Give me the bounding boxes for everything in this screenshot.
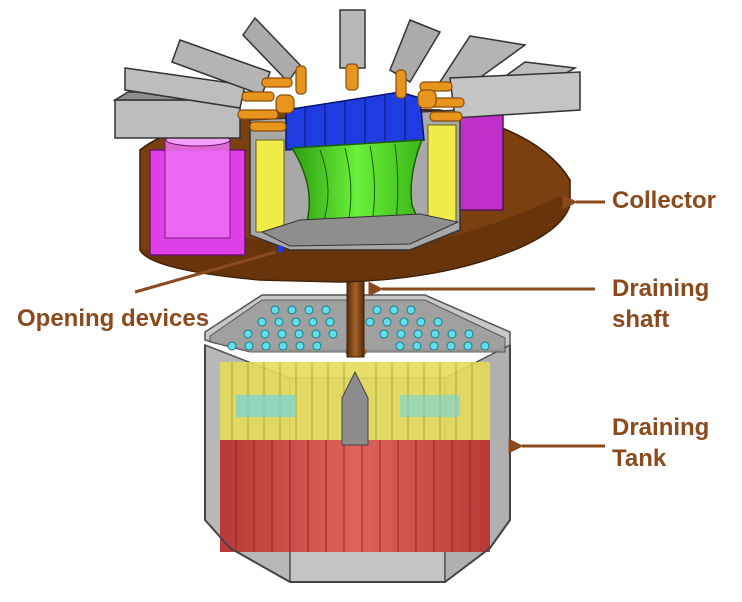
label-arrows bbox=[134, 194, 605, 454]
pipes bbox=[237, 63, 465, 132]
hx-2 bbox=[124, 67, 246, 109]
label-opening-devices: Opening devices bbox=[17, 305, 210, 332]
hx-9 bbox=[449, 71, 581, 119]
label-draining-tank: Draining Tank bbox=[612, 414, 710, 472]
core-blue-ring bbox=[285, 91, 425, 151]
pump-right bbox=[454, 104, 504, 211]
tank-tubes-red bbox=[220, 440, 490, 552]
label-collector: Collector bbox=[612, 187, 717, 214]
draining-tank bbox=[204, 294, 511, 584]
label-draining-shaft: Draining shaft bbox=[612, 275, 710, 333]
hx-5 bbox=[339, 9, 366, 69]
tank-central-cone bbox=[341, 370, 369, 446]
core-base bbox=[260, 213, 460, 247]
heat-exchangers bbox=[112, 9, 581, 139]
hx-6 bbox=[389, 19, 442, 84]
reflector-left bbox=[255, 139, 285, 233]
reflector-right bbox=[427, 124, 457, 224]
core-assembly bbox=[149, 91, 504, 256]
opening-devices-pointer bbox=[134, 250, 277, 294]
opening-device-marker bbox=[278, 246, 283, 252]
